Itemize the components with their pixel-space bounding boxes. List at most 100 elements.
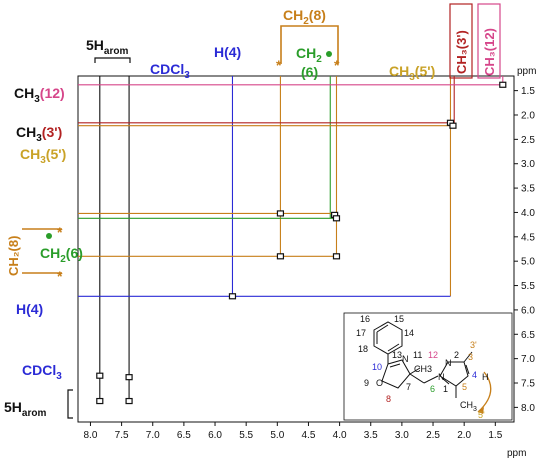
left-label-cdcl3: CDCl3 xyxy=(22,362,62,382)
svg-text:3: 3 xyxy=(468,352,473,362)
svg-text:5: 5 xyxy=(462,382,467,392)
svg-text:CH₃(12): CH₃(12) xyxy=(482,28,497,76)
y-tick-label: 2.5 xyxy=(521,135,535,146)
y-tick-label: 5.0 xyxy=(521,257,535,268)
top-label-ch3-12: CH₃(12) xyxy=(477,3,501,79)
top-label-ch3-5p: CH3(5') xyxy=(389,63,435,83)
green-dot-top xyxy=(326,51,332,57)
y-tick-label: 2.0 xyxy=(521,110,535,121)
y-tick-label: 8.0 xyxy=(521,403,535,414)
svg-text:17: 17 xyxy=(356,328,366,338)
x-tick-label: 3.0 xyxy=(395,430,409,441)
svg-text:8: 8 xyxy=(386,394,391,404)
svg-text:CH3: CH3 xyxy=(414,364,432,374)
correlation-lines xyxy=(78,76,504,403)
left-label-5harom: 5Harom xyxy=(4,389,73,419)
top-asterisk-right: * xyxy=(334,57,340,73)
svg-text:N: N xyxy=(438,372,445,382)
x-tick-label: 1.5 xyxy=(488,430,502,441)
cross-peak xyxy=(125,374,133,381)
svg-text:10: 10 xyxy=(372,362,382,372)
left-label-ch3-5p: CH3(5') xyxy=(20,146,66,166)
y-tick-label: 7.5 xyxy=(521,379,535,390)
top-bracket-5harom xyxy=(94,57,131,63)
svg-text:O: O xyxy=(376,378,383,388)
cross-peak xyxy=(449,122,457,129)
x-tick-label: 6.0 xyxy=(208,430,222,441)
top-label-h4: H(4) xyxy=(214,44,241,60)
top-label-ch2-6: CH2 (6) xyxy=(296,45,332,80)
y-tick-label: 3.0 xyxy=(521,159,535,170)
top-label-ch3-3p: CH₃(3') xyxy=(449,3,473,79)
svg-text:N: N xyxy=(402,354,409,364)
x-tick-label: 4.5 xyxy=(302,430,316,441)
svg-text:4: 4 xyxy=(472,370,477,380)
plot-frame xyxy=(77,75,515,423)
svg-text:15: 15 xyxy=(394,314,404,324)
x-tick-label: 8.0 xyxy=(84,430,98,441)
cross-peak xyxy=(332,253,341,260)
cross-peak xyxy=(228,293,237,300)
svg-text:13: 13 xyxy=(392,350,402,360)
x-axis-label: ppm xyxy=(507,448,526,459)
y-tick-label: 1.5 xyxy=(521,86,535,97)
top-bracket-ch2-8 xyxy=(280,25,339,64)
svg-text:1: 1 xyxy=(443,384,448,394)
x-tick-label: 7.0 xyxy=(146,430,160,441)
y-tick-label: 3.5 xyxy=(521,184,535,195)
svg-text:9: 9 xyxy=(364,378,369,388)
left-label-ch3-12: CH3(12) xyxy=(14,85,65,105)
svg-text:N: N xyxy=(445,358,452,368)
top-asterisk-left: * xyxy=(276,57,282,73)
svg-text:3': 3' xyxy=(470,340,477,350)
x-tick-label: 5.0 xyxy=(270,430,284,441)
svg-text:CH2(8): CH2(8) xyxy=(283,7,326,27)
svg-text:14: 14 xyxy=(404,328,414,338)
svg-text:18: 18 xyxy=(358,344,368,354)
x-tick-label: 2.5 xyxy=(426,430,440,441)
svg-text:*: * xyxy=(57,268,63,284)
x-tick-label: 6.5 xyxy=(177,430,191,441)
svg-text:2: 2 xyxy=(454,350,459,360)
svg-text:H: H xyxy=(482,372,489,382)
svg-text:5Harom: 5Harom xyxy=(4,399,46,419)
y-tick-label: 7.0 xyxy=(521,354,535,365)
svg-text:12: 12 xyxy=(428,350,438,360)
svg-text:CH₂(8): CH₂(8) xyxy=(6,236,21,276)
structure-inset: 16 15 17 14 18 13 10 N 11 12 CH3 9 O 7 8… xyxy=(343,312,513,421)
y-tick-label: 5.5 xyxy=(521,281,535,292)
svg-text:7: 7 xyxy=(406,382,411,392)
x-tick-label: 4.0 xyxy=(333,430,347,441)
left-label-h4: H(4) xyxy=(16,301,43,317)
cross-peak xyxy=(276,210,285,217)
cross-peaks xyxy=(96,81,507,405)
svg-text:5': 5' xyxy=(478,410,485,420)
svg-text:CH2: CH2 xyxy=(296,45,322,65)
cross-peak xyxy=(332,215,341,222)
left-label-ch2-6: CH2(6) xyxy=(40,245,83,265)
svg-text:*: * xyxy=(57,224,63,240)
y-tick-label: 6.5 xyxy=(521,330,535,341)
y-axis-label: ppm xyxy=(517,66,536,77)
x-tick-label: 2.0 xyxy=(457,430,471,441)
left-label-ch2-8: CH₂(8) * * xyxy=(6,224,63,284)
y-tick-label: 6.0 xyxy=(521,305,535,316)
x-tick-label: 3.5 xyxy=(364,430,378,441)
cross-peak xyxy=(276,253,285,260)
y-tick-label: 4.5 xyxy=(521,232,535,243)
svg-text:16: 16 xyxy=(360,314,370,324)
cross-peak xyxy=(96,397,104,405)
svg-text:CH₃(3'): CH₃(3') xyxy=(454,30,469,74)
cross-peak xyxy=(96,372,104,379)
y-axis: 1.52.02.53.03.54.04.55.05.56.06.57.07.58… xyxy=(514,86,535,414)
x-tick-label: 5.5 xyxy=(239,430,253,441)
x-tick-label: 7.5 xyxy=(115,430,129,441)
svg-text:11: 11 xyxy=(413,350,422,360)
svg-text:6: 6 xyxy=(430,384,435,394)
x-axis: 8.0 7.5 7.0 6.5 6.0 5.5 5.0 4.5 4.0 3.5 3.0 2.5 2.0 1… xyxy=(84,422,503,441)
left-label-ch3-3p: CH3(3') xyxy=(16,124,62,144)
top-label-ch2-8: CH2(8) * * xyxy=(276,7,340,73)
top-label-cdcl3: CDCl3 xyxy=(150,61,190,81)
